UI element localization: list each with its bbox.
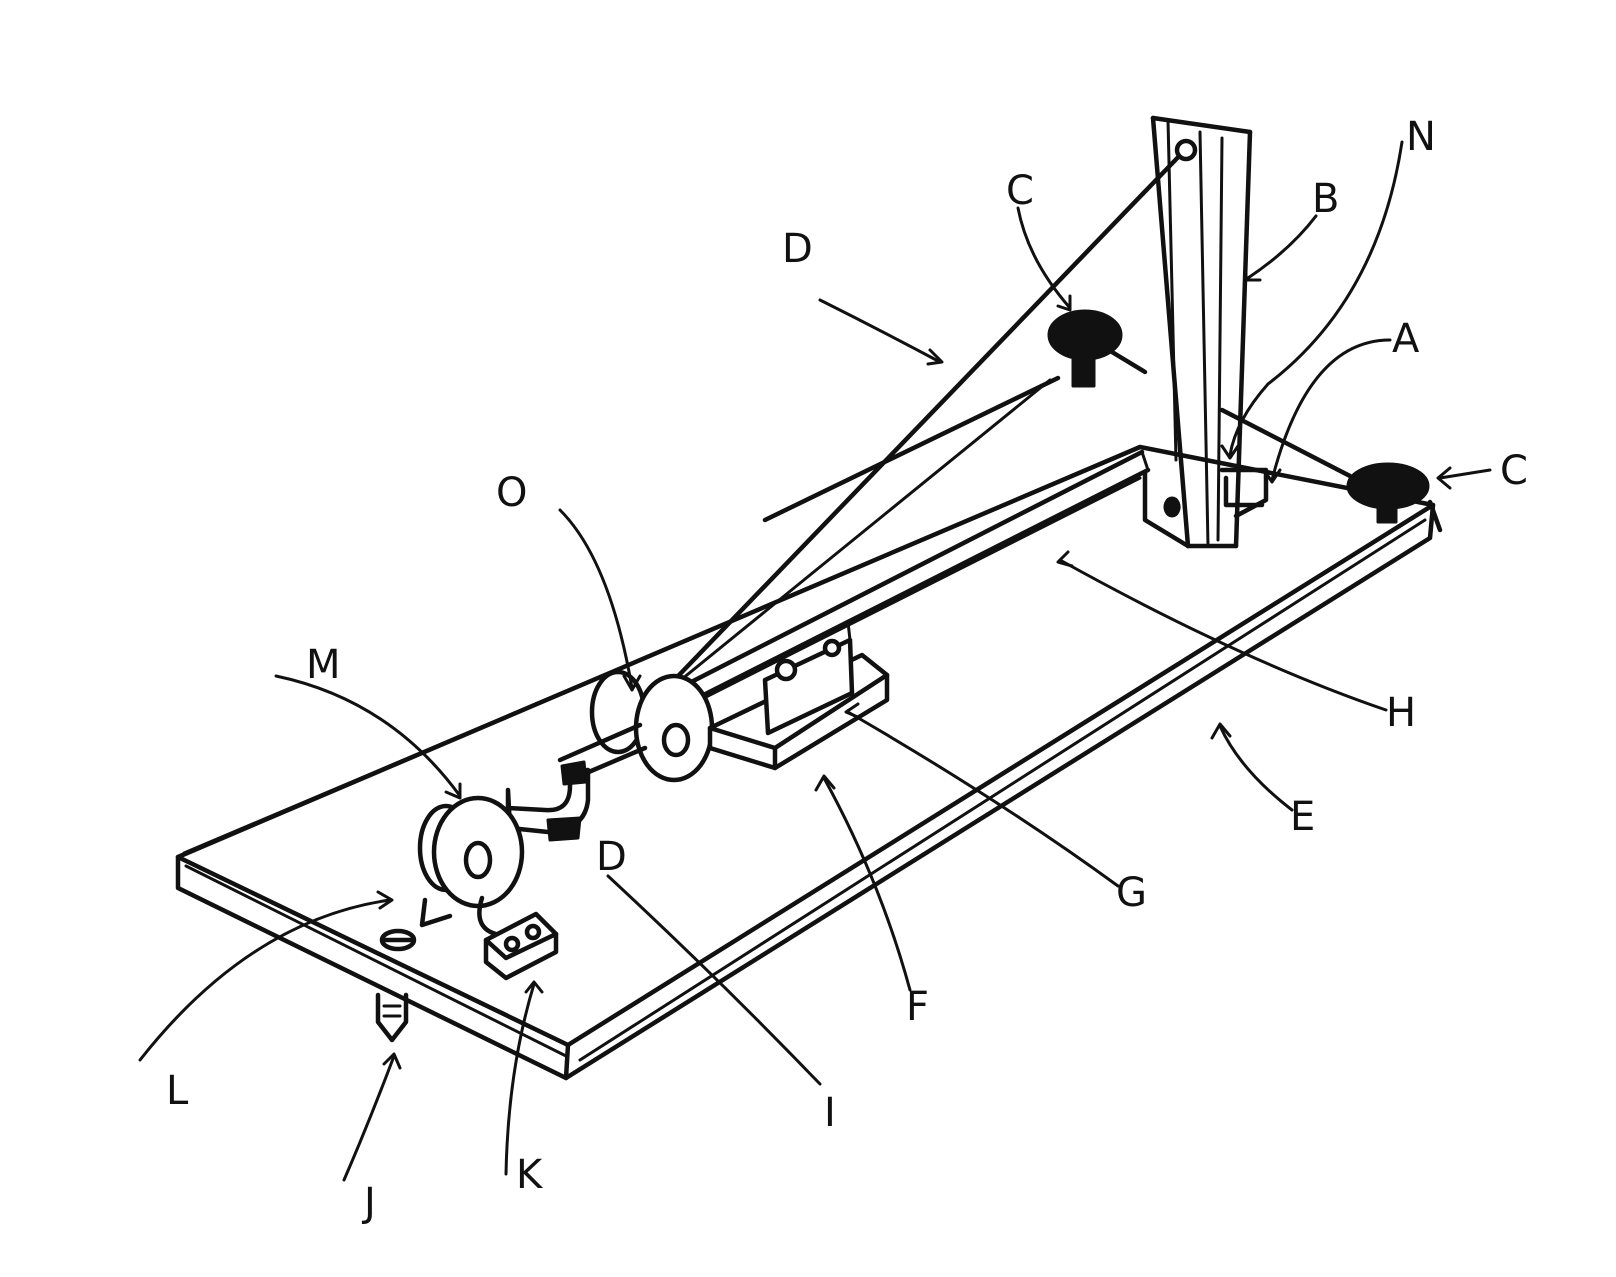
front-wheel — [417, 795, 525, 928]
label-n: N — [1406, 114, 1436, 160]
vertical-post — [1142, 115, 1269, 549]
label-d-top: D — [782, 226, 813, 272]
label-g: G — [1116, 870, 1147, 916]
label-c-top: C — [1006, 168, 1034, 214]
label-d-side: D — [596, 834, 627, 880]
spool-assembly — [557, 669, 715, 783]
label-l: L — [166, 1068, 189, 1114]
leader-arrows — [138, 140, 1492, 1182]
cords — [648, 138, 1353, 707]
label-i: I — [824, 1090, 836, 1136]
terminal-block — [477, 895, 559, 981]
block-clip — [762, 620, 855, 736]
slot-hole — [379, 928, 417, 952]
spike-foot — [375, 992, 409, 1043]
label-k: K — [516, 1152, 544, 1198]
label-f: F — [906, 984, 929, 1030]
label-a: A — [1392, 316, 1420, 362]
label-c-right: C — [1500, 448, 1528, 494]
fork-clamp — [505, 760, 591, 842]
label-b: B — [1312, 176, 1339, 222]
label-h: H — [1386, 690, 1416, 736]
label-o: O — [496, 470, 527, 516]
knob-left — [1047, 309, 1148, 388]
label-j: J — [361, 1180, 376, 1226]
label-e: E — [1290, 794, 1315, 840]
labels: A B C C D D E F G H I J K L M N O — [166, 114, 1528, 1226]
label-m: M — [306, 642, 341, 688]
knob-right — [1346, 462, 1443, 533]
rail — [649, 449, 1151, 719]
